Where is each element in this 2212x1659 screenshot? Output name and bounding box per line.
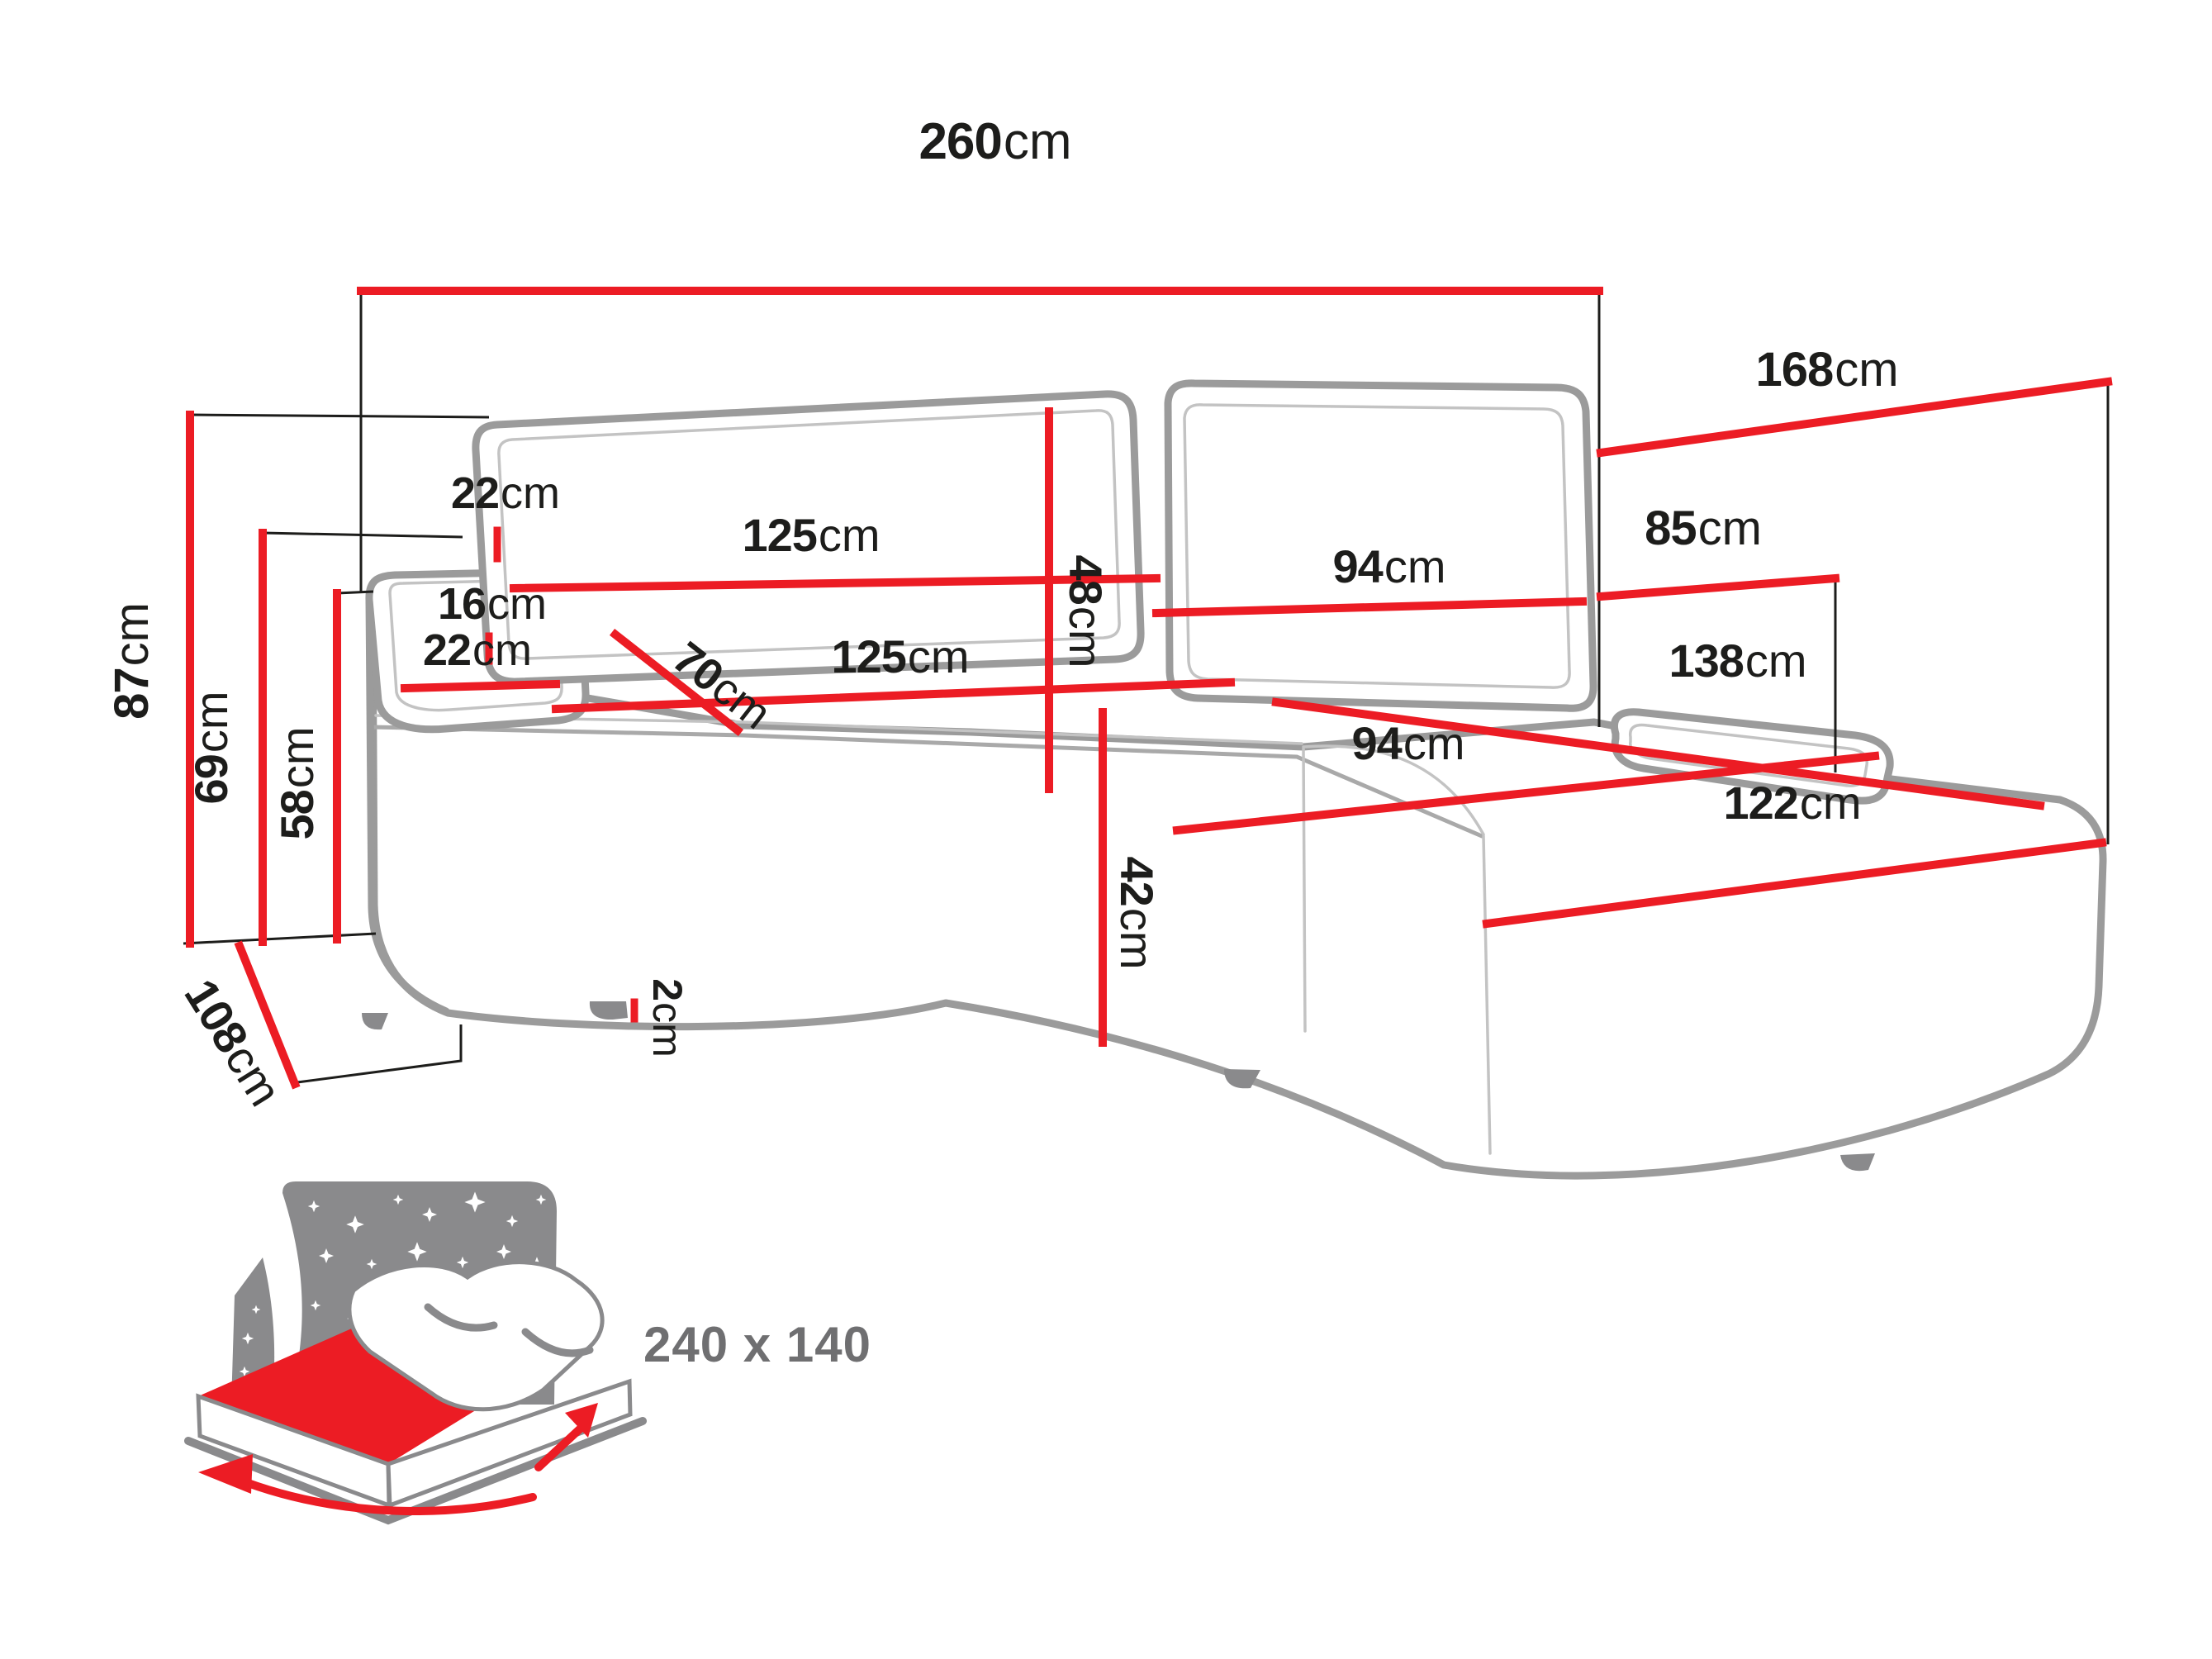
sofa-leg <box>362 1013 388 1030</box>
unfold-arrow-right <box>534 1420 589 1471</box>
line-22cm-armrest <box>400 679 561 693</box>
dim-label-total-width: 260cm <box>919 113 1072 170</box>
duvet <box>347 1260 605 1412</box>
extension-lines <box>183 291 2110 1084</box>
back-cushion-right <box>1164 379 1597 712</box>
unfold-arrow-right-head <box>565 1403 598 1438</box>
dim-label-back-cushion-top-height: 69cm <box>185 691 237 805</box>
dim-label-seat-width-left: 125cm <box>831 630 970 682</box>
line-122cm <box>1482 838 2107 929</box>
line-108cm <box>234 940 301 1090</box>
left-armrest-piping <box>388 578 563 712</box>
chaise-front-left-edge <box>1482 834 1492 1155</box>
line-85cm <box>1596 573 1840 601</box>
dim-label-back-cushion-width-left: 125cm <box>742 509 881 561</box>
dim-label-leg-height: 2cm <box>644 978 691 1058</box>
dim-label-back-cushion-height: 48cm <box>1060 554 1112 668</box>
section-junction-line <box>1302 747 1307 1033</box>
dim-label-seat-width-right: 94cm <box>1351 717 1465 769</box>
line-138cm <box>1271 697 2045 810</box>
sofa-leg <box>1840 1153 1875 1172</box>
dim-label-seat-front-height: 42cm <box>1111 856 1163 970</box>
pillow-shadow <box>424 1303 498 1332</box>
sofa-leg <box>1224 1069 1260 1089</box>
back-cushion-left-piping <box>497 409 1121 660</box>
dim-label-chaise-back-height: 85cm <box>1645 502 1762 555</box>
pillow-shadow <box>521 1328 594 1357</box>
line-168cm <box>1596 377 2113 458</box>
back-cushion-right-piping <box>1183 403 1571 689</box>
unfold-arrow-left <box>221 1470 537 1515</box>
dimension-lines <box>186 287 2113 1090</box>
line-125cm-seat <box>551 677 1236 714</box>
dim-label-armrest-height: 58cm <box>271 726 323 840</box>
back-cushion-left <box>472 390 1145 686</box>
dim-label-chaise-total-depth: 168cm <box>1755 343 1899 397</box>
sleeping-function-icon <box>184 1181 647 1525</box>
seat-front-lip <box>370 725 1484 839</box>
sofa-drawing <box>362 379 2107 1180</box>
left-armrest-front-edge <box>365 596 450 1015</box>
dim-label-back-cushion-width-right: 94cm <box>1332 540 1446 592</box>
dim-label-total-height: 87cm <box>105 602 159 720</box>
sofa-leg <box>589 1001 628 1020</box>
dim-label-chaise-length: 138cm <box>1668 635 1807 687</box>
line-94cm-back <box>1151 597 1588 618</box>
dim-label-back-gap: 16cm <box>437 579 548 629</box>
chaise-corner-curve <box>1302 744 1485 836</box>
dim-label-armrest-width: 22cm <box>422 625 533 675</box>
sleeping-area-size: 240 x 140 <box>643 1317 871 1372</box>
dim-label-back-cushion-thickness: 22cm <box>450 468 561 518</box>
dim-label-chaise-front-width: 122cm <box>1723 777 1862 829</box>
unfold-arrow-left-head <box>198 1454 253 1494</box>
line-70cm <box>609 628 744 737</box>
